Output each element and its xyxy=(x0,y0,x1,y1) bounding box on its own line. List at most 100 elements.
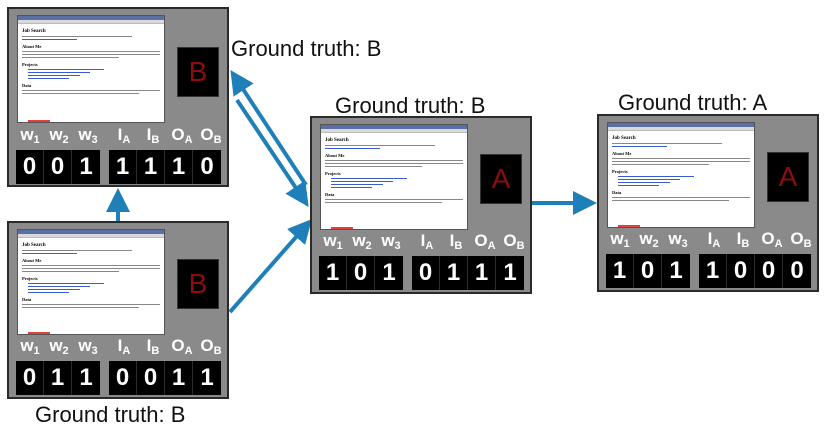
digit-IA: 1 xyxy=(109,150,137,184)
arrow-middle-to-topleft xyxy=(230,69,308,187)
webpage-screenshot: Job Search About Me Projects Data xyxy=(607,122,755,228)
webpage-heading: Job Search xyxy=(22,29,46,34)
digit-IA: 0 xyxy=(412,256,440,290)
label-w3: w3 xyxy=(78,336,98,357)
label-IB: IB xyxy=(146,336,160,357)
class-badge: B xyxy=(177,259,219,309)
panel-right: Job Search About Me Projects Data A w1 w… xyxy=(597,114,819,292)
webpage-section: About Me xyxy=(22,44,42,49)
webpage-section: Data xyxy=(612,190,622,195)
webpage-section: Projects xyxy=(22,62,38,67)
label-w3: w3 xyxy=(78,125,98,146)
webpage-section: Data xyxy=(22,83,32,88)
io-digits: 0 1 1 1 xyxy=(412,256,524,290)
label-OB: OB xyxy=(503,231,525,252)
webpage-section: Projects xyxy=(22,276,38,281)
digit-IB: 0 xyxy=(137,361,165,395)
io-digits: 1 0 0 0 xyxy=(699,254,811,288)
digit-IA: 1 xyxy=(699,254,727,288)
digit-w3: 1 xyxy=(79,153,93,180)
label-w1: w1 xyxy=(610,229,630,250)
digit-IB: 1 xyxy=(440,256,468,290)
panel-bottom-left: Job Search About Me Projects Data B w1 w… xyxy=(7,221,229,399)
digit-IB: 1 xyxy=(137,150,165,184)
digit-OA: 1 xyxy=(165,361,193,395)
io-digits: 0 0 1 1 xyxy=(109,361,221,395)
arrow-bottomleft-to-middle xyxy=(228,218,312,314)
digit-IB: 0 xyxy=(727,254,755,288)
digit-OA: 0 xyxy=(755,254,783,288)
digit-w1: 1 xyxy=(606,254,634,288)
label-OA: OA xyxy=(171,125,193,146)
label-w3: w3 xyxy=(381,231,401,252)
digit-OA: 1 xyxy=(165,150,193,184)
label-w2: w2 xyxy=(49,125,69,146)
label-w2: w2 xyxy=(352,231,372,252)
digit-OB: 0 xyxy=(200,153,214,180)
webpage-section: About Me xyxy=(612,151,632,156)
w-digits: 1 0 1 xyxy=(319,256,403,290)
label-w2: w2 xyxy=(639,229,659,250)
webpage-section: Projects xyxy=(325,171,341,176)
class-badge: A xyxy=(480,154,522,204)
label-OA: OA xyxy=(761,229,783,250)
digit-OB: 0 xyxy=(790,257,804,284)
badge-letter: B xyxy=(188,268,208,299)
digit-w1: 0 xyxy=(16,361,44,395)
digit-w2: 1 xyxy=(44,361,72,395)
label-OB: OB xyxy=(200,125,222,146)
class-badge: B xyxy=(177,47,219,97)
label-w2: w2 xyxy=(49,336,69,357)
w-digits: 1 0 1 xyxy=(606,254,690,288)
digit-OB: 1 xyxy=(200,364,214,391)
ground-truth-top-left: Ground truth: B xyxy=(231,36,382,61)
ground-truth-right: Ground truth: A xyxy=(618,90,768,115)
badge-letter: A xyxy=(491,163,511,194)
label-OB: OB xyxy=(200,336,222,357)
label-w1: w1 xyxy=(323,231,343,252)
label-w3: w3 xyxy=(668,229,688,250)
w-digits: 0 0 1 xyxy=(16,150,100,184)
webpage-section: Data xyxy=(22,297,32,302)
digit-OB: 1 xyxy=(503,259,517,286)
digit-w3: 1 xyxy=(79,364,93,391)
webpage-heading: Job Search xyxy=(325,138,349,143)
label-OB: OB xyxy=(790,229,812,250)
panel-middle: Job Search About Me Projects Data A w1 w… xyxy=(310,116,532,294)
digit-w1: 1 xyxy=(319,256,347,290)
digit-w1: 0 xyxy=(16,150,44,184)
panel-top-left: Job Search About Me Projects Data B w1 w… xyxy=(7,7,229,187)
label-w1: w1 xyxy=(20,125,40,146)
label-w1: w1 xyxy=(20,336,40,357)
label-IA: IA xyxy=(117,336,131,357)
webpage-section: About Me xyxy=(325,153,345,158)
arrow-topleft-to-middle xyxy=(235,98,309,207)
digit-w3: 1 xyxy=(382,259,396,286)
digit-w3: 1 xyxy=(669,257,683,284)
webpage-screenshot: Job Search About Me Projects Data xyxy=(17,229,165,335)
label-OA: OA xyxy=(171,336,193,357)
digit-IA: 0 xyxy=(109,361,137,395)
webpage-screenshot: Job Search About Me Projects Data xyxy=(320,124,468,230)
label-IA: IA xyxy=(117,125,131,146)
io-digits: 1 1 1 0 xyxy=(109,150,221,184)
label-IB: IB xyxy=(736,229,750,250)
label-IA: IA xyxy=(420,231,434,252)
digit-OA: 1 xyxy=(468,256,496,290)
webpage-screenshot: Job Search About Me Projects Data xyxy=(17,15,165,123)
digit-w2: 0 xyxy=(634,254,662,288)
label-IA: IA xyxy=(707,229,721,250)
webpage-section: About Me xyxy=(22,258,42,263)
label-IB: IB xyxy=(449,231,463,252)
label-IB: IB xyxy=(146,125,160,146)
webpage-heading: Job Search xyxy=(612,136,636,141)
label-OA: OA xyxy=(474,231,496,252)
ground-truth-bottom-left: Ground truth: B xyxy=(35,402,186,427)
ground-truth-middle: Ground truth: B xyxy=(335,93,486,118)
badge-letter: B xyxy=(188,56,208,87)
badge-letter: A xyxy=(778,161,798,192)
webpage-section: Data xyxy=(325,192,335,197)
digit-w2: 0 xyxy=(347,256,375,290)
w-digits: 0 1 1 xyxy=(16,361,100,395)
